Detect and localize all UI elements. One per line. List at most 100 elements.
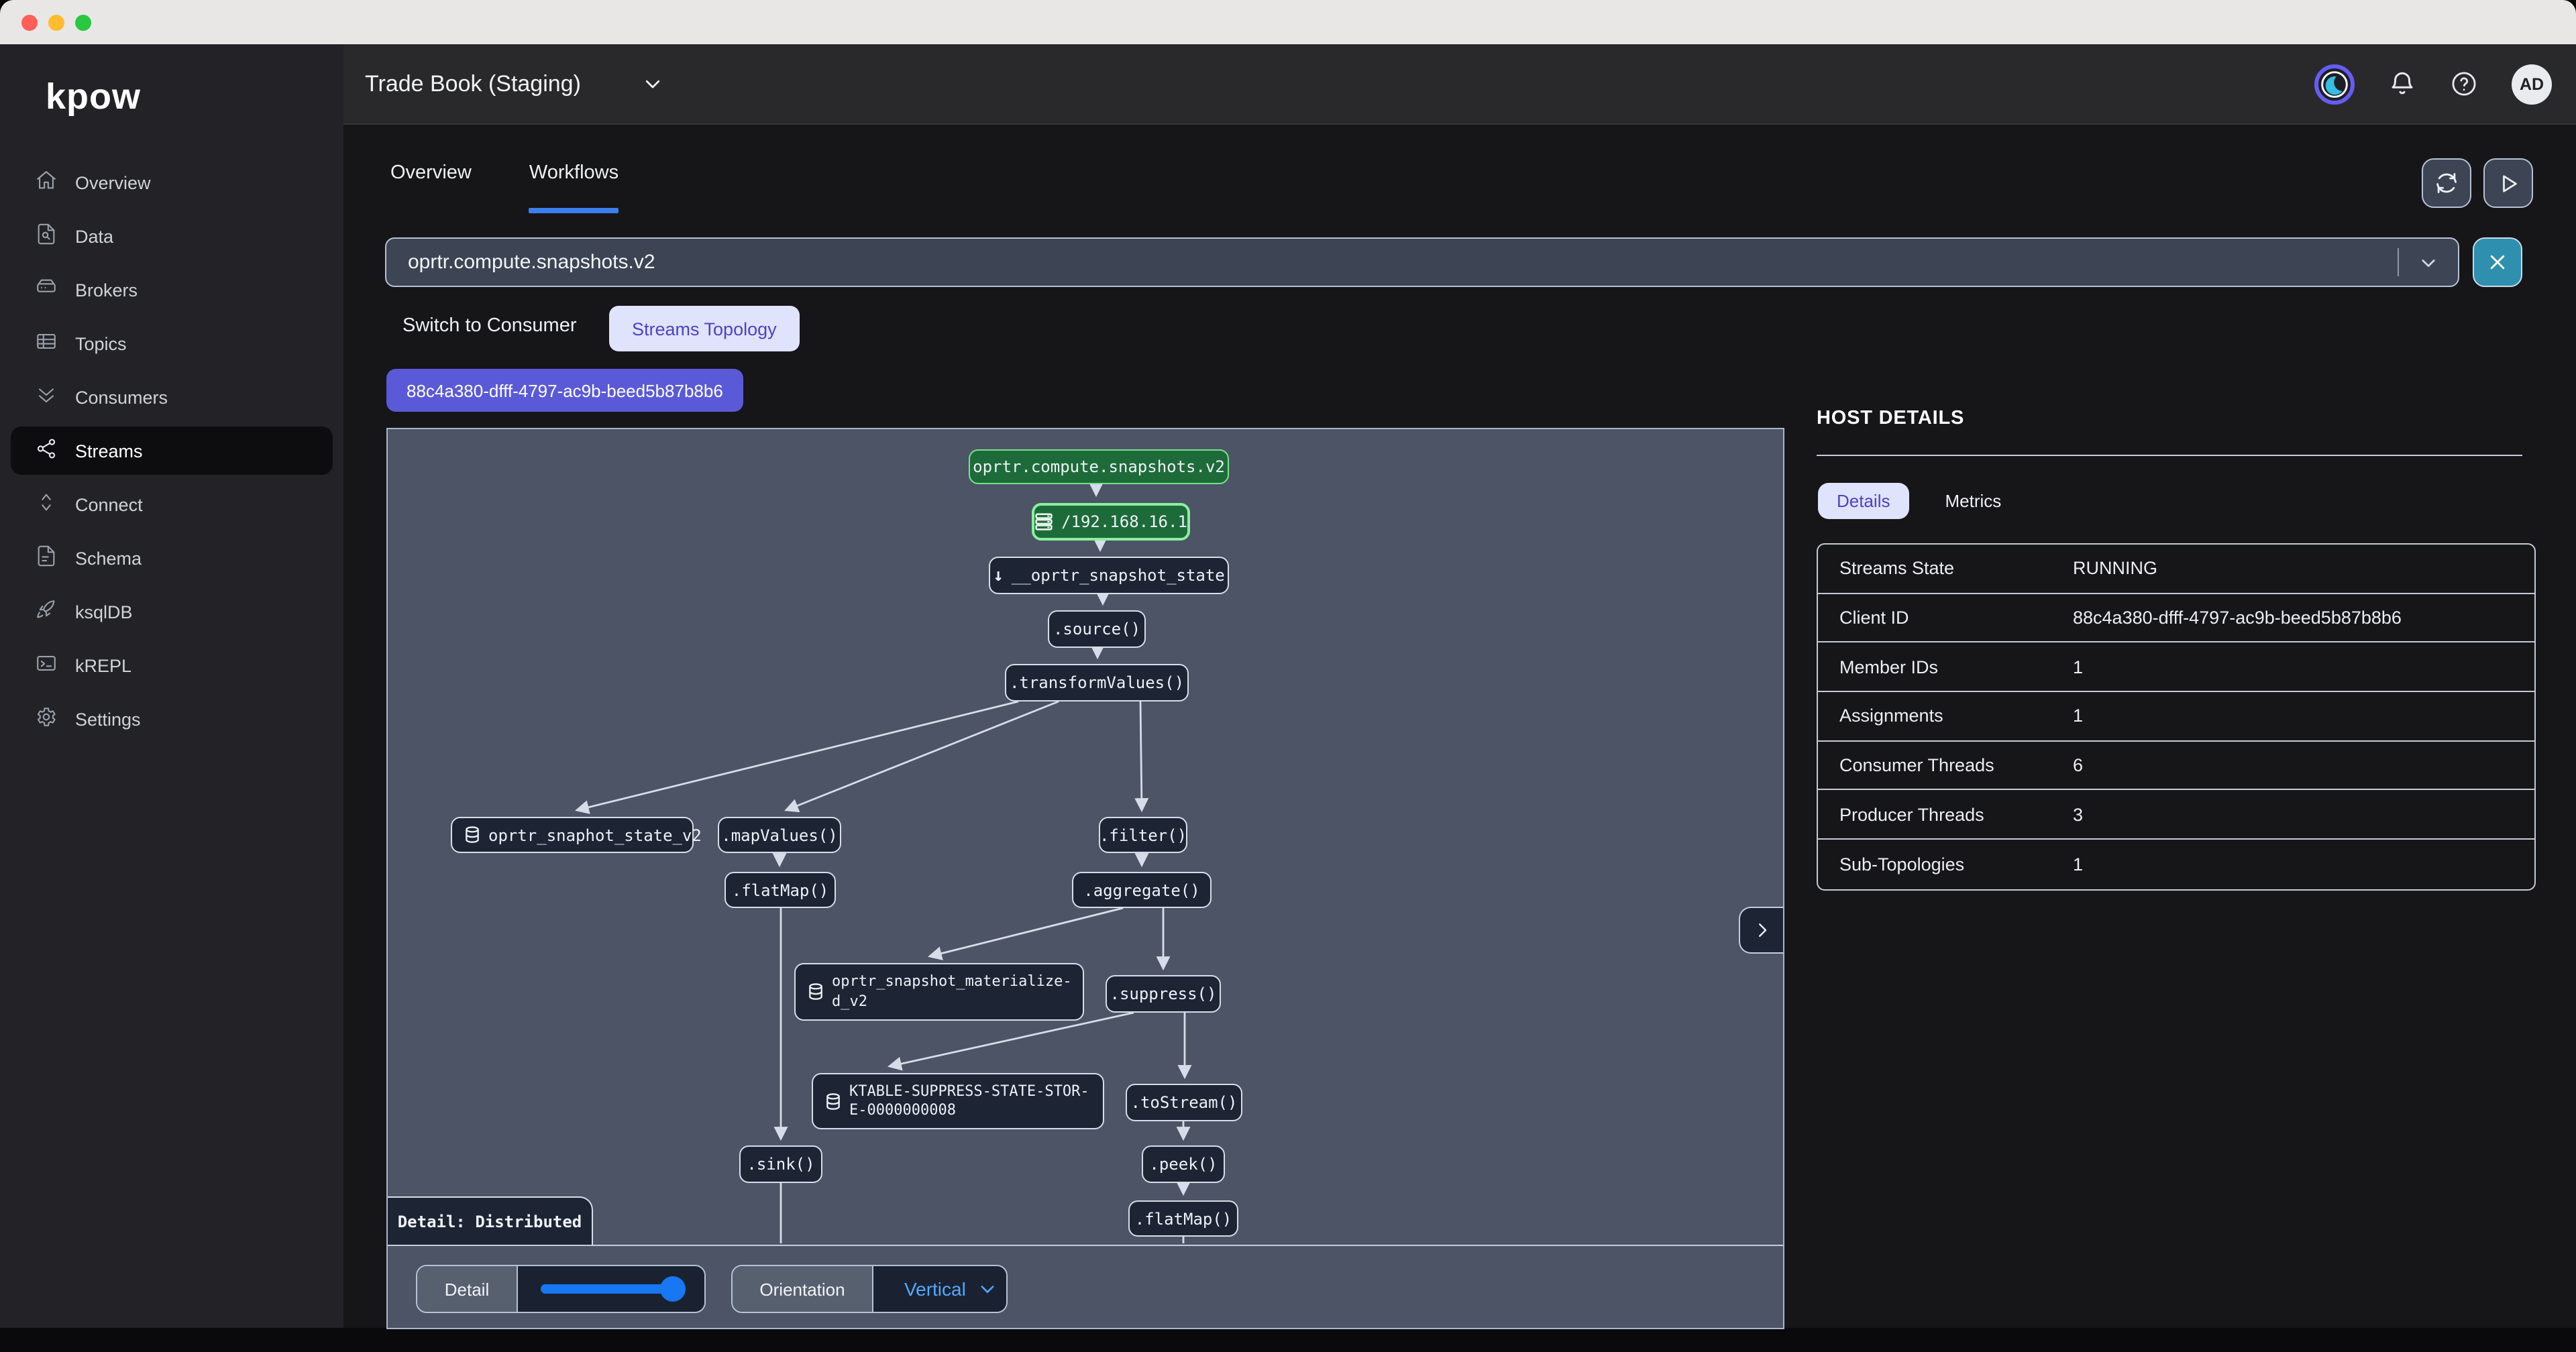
detail-slider-label: Detail [417,1266,518,1312]
sidebar-item-connect[interactable]: Connect [0,477,343,531]
host-details-tabs: Details Metrics [1818,483,2001,519]
notifications-button[interactable] [2388,70,2416,98]
consumers-icon [35,384,58,410]
brokers-icon [35,276,58,303]
page-tabs: Overview Workflows [390,162,619,213]
sidebar-item-krepl[interactable]: kREPL [0,638,343,692]
topology-node-suppress[interactable]: .suppress() [1106,975,1221,1013]
topology-node-mapvalues[interactable]: .mapValues() [718,817,841,853]
detail-slider[interactable] [518,1266,704,1312]
sidebar: kpow Overview Data Brokers Topics Consum… [0,44,343,1328]
topology-node-flatmap-2[interactable]: .flatMap() [1128,1200,1238,1237]
tab-workflows[interactable]: Workflows [529,162,619,213]
host-details-table: Streams State RUNNING Client ID 88c4a380… [1817,543,2536,891]
topology-node-filter[interactable]: .filter() [1099,817,1187,853]
moon-icon [2321,70,2348,97]
main-content: Overview Workflows oprtr.compute.snapsho… [343,125,2576,1329]
clear-selection-button[interactable] [2473,237,2522,287]
close-window-button[interactable] [21,15,38,31]
avatar[interactable]: AD [2512,64,2552,104]
server-icon [1034,512,1053,531]
detail-level-overlay: Detail: Distributed [388,1196,593,1245]
host-details-title: HOST DETAILS [1817,408,1965,429]
header-icons: AD [2314,44,2552,123]
table-row: Member IDs 1 [1818,643,2534,693]
topology-node-store-materialized[interactable]: oprtr_snapshot_materialize- d_v2 [794,963,1084,1021]
sidebar-item-schema[interactable]: Schema [0,531,343,585]
streams-icon [35,437,58,464]
sidebar-item-ksqldb[interactable]: ksqlDB [0,585,343,638]
stream-select[interactable]: oprtr.compute.snapshots.v2 [385,237,2459,287]
topics-icon [35,330,58,357]
rocket-icon [35,598,58,625]
table-row: Assignments 1 [1818,692,2534,742]
play-button[interactable] [2483,158,2533,208]
streams-topology-button[interactable]: Streams Topology [609,306,800,351]
sidebar-item-data[interactable]: Data [0,209,343,263]
orientation-select[interactable]: Vertical [873,1266,1006,1312]
chevron-down-icon [981,1286,994,1293]
orientation-control: Orientation Vertical [731,1265,1008,1313]
sidebar-item-settings[interactable]: Settings [0,692,343,746]
topology-node-ktable-store[interactable]: KTABLE-SUPPRESS-STATE-STOR- E-0000000008 [812,1073,1104,1129]
table-row: Sub-Topologies 1 [1839,854,2084,875]
refresh-icon [2436,173,2457,193]
host-details-divider [1817,455,2522,456]
slider-track[interactable] [541,1284,667,1294]
environment-selector[interactable]: Trade Book (Staging) [365,44,663,123]
refresh-button[interactable] [2422,158,2471,208]
terminal-icon [35,652,58,679]
help-button[interactable] [2450,70,2478,98]
orientation-value: Vertical [904,1278,966,1300]
select-divider [2398,248,2399,276]
sidebar-item-streams[interactable]: Streams [0,424,343,477]
minimize-window-button[interactable] [48,15,64,31]
chevron-right-icon [1758,923,1766,937]
tab-metrics[interactable]: Metrics [1945,491,2002,511]
topology-controls-bar: Detail Orientation Vertical [388,1245,1783,1331]
table-row: Streams State RUNNING [1818,545,2534,594]
dark-mode-toggle[interactable] [2314,64,2355,104]
connect-icon [35,491,58,518]
sidebar-item-topics[interactable]: Topics [0,317,343,370]
sidebar-item-brokers[interactable]: Brokers [0,263,343,317]
detail-control: Detail [416,1265,706,1313]
chevron-down-icon[interactable] [2399,253,2458,272]
sidebar-item-overview[interactable]: Overview [0,156,343,209]
stream-select-value: oprtr.compute.snapshots.v2 [408,251,655,274]
topology-node-topic[interactable]: oprtr.compute.snapshots.v2 [969,449,1229,484]
topology-node-host[interactable]: /192.168.16.1 [1032,503,1190,541]
bell-icon [2392,72,2413,95]
play-icon [2502,174,2516,192]
topology-canvas[interactable]: oprtr.compute.snapshots.v2 /192.168.16.1… [386,428,1784,1329]
topology-node-tostream[interactable]: .toStream() [1126,1084,1242,1121]
topology-node-transformvalues[interactable]: .transformValues() [1005,664,1189,701]
topology-node-peek[interactable]: .peek() [1142,1145,1225,1183]
topology-node-source[interactable]: .source() [1048,610,1146,648]
table-row: Consumer Threads 6 [1818,742,2534,791]
topology-node-store-state-v2[interactable]: oprtr_snaphot_state_v2 [451,817,702,853]
kpow-logo: kpow [46,76,142,117]
help-icon [2452,72,2476,96]
zoom-window-button[interactable] [75,15,91,31]
client-id-badge[interactable]: 88c4a380-dfff-4797-ac9b-beed5b87b8b6 [386,369,743,412]
sidebar-nav: Overview Data Brokers Topics Consumers S… [0,156,343,746]
app-header: Trade Book (Staging) AD [343,44,2576,125]
topology-node-sink[interactable]: .sink() [739,1145,822,1183]
topology-node-flatmap-1[interactable]: .flatMap() [724,872,836,908]
tab-details[interactable]: Details [1818,483,1909,519]
sidebar-item-consumers[interactable]: Consumers [0,370,343,424]
database-icon [464,826,480,844]
expand-panel-button[interactable] [1739,907,1783,954]
topology-edges [574,483,1192,1243]
slider-thumb[interactable] [660,1276,686,1302]
macos-titlebar [0,0,2576,44]
chevron-down-icon [645,80,660,89]
switch-to-consumer-button[interactable]: Switch to Consumer [402,315,577,337]
close-icon [2490,255,2505,270]
tab-overview[interactable]: Overview [390,162,472,184]
schema-icon [35,545,58,571]
topology-node-aggregate[interactable]: .aggregate() [1072,872,1212,908]
topology-node-internal-topic[interactable]: ↓ __oprtr_snapshot_state [989,557,1229,594]
